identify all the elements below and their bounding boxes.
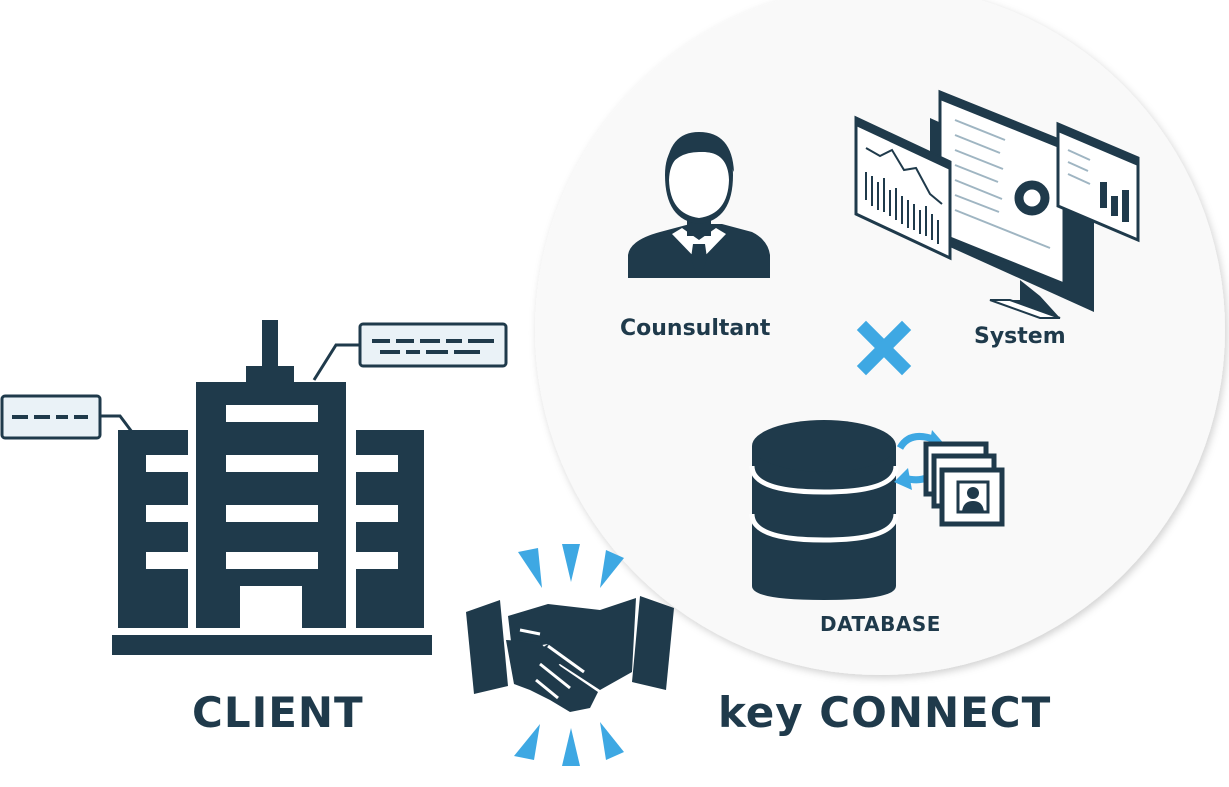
callout-tag-left	[0, 394, 134, 440]
monitor-dashboard-icon	[854, 89, 1140, 319]
keyconnect-label: key CONNECT	[718, 688, 1052, 737]
burst-icon	[514, 544, 624, 766]
office-building-icon	[112, 320, 432, 655]
database-label: DATABASE	[820, 612, 941, 636]
profile-cards-icon	[923, 441, 1005, 527]
handshake-icon	[466, 596, 674, 712]
system-label: System	[974, 324, 1066, 349]
businessman-icon	[628, 132, 770, 278]
callout-tag-right	[312, 322, 508, 381]
database-icon	[749, 420, 899, 600]
consultant-label: Counsultant	[620, 316, 771, 341]
cross-icon	[856, 320, 912, 376]
client-label: CLIENT	[192, 688, 364, 737]
